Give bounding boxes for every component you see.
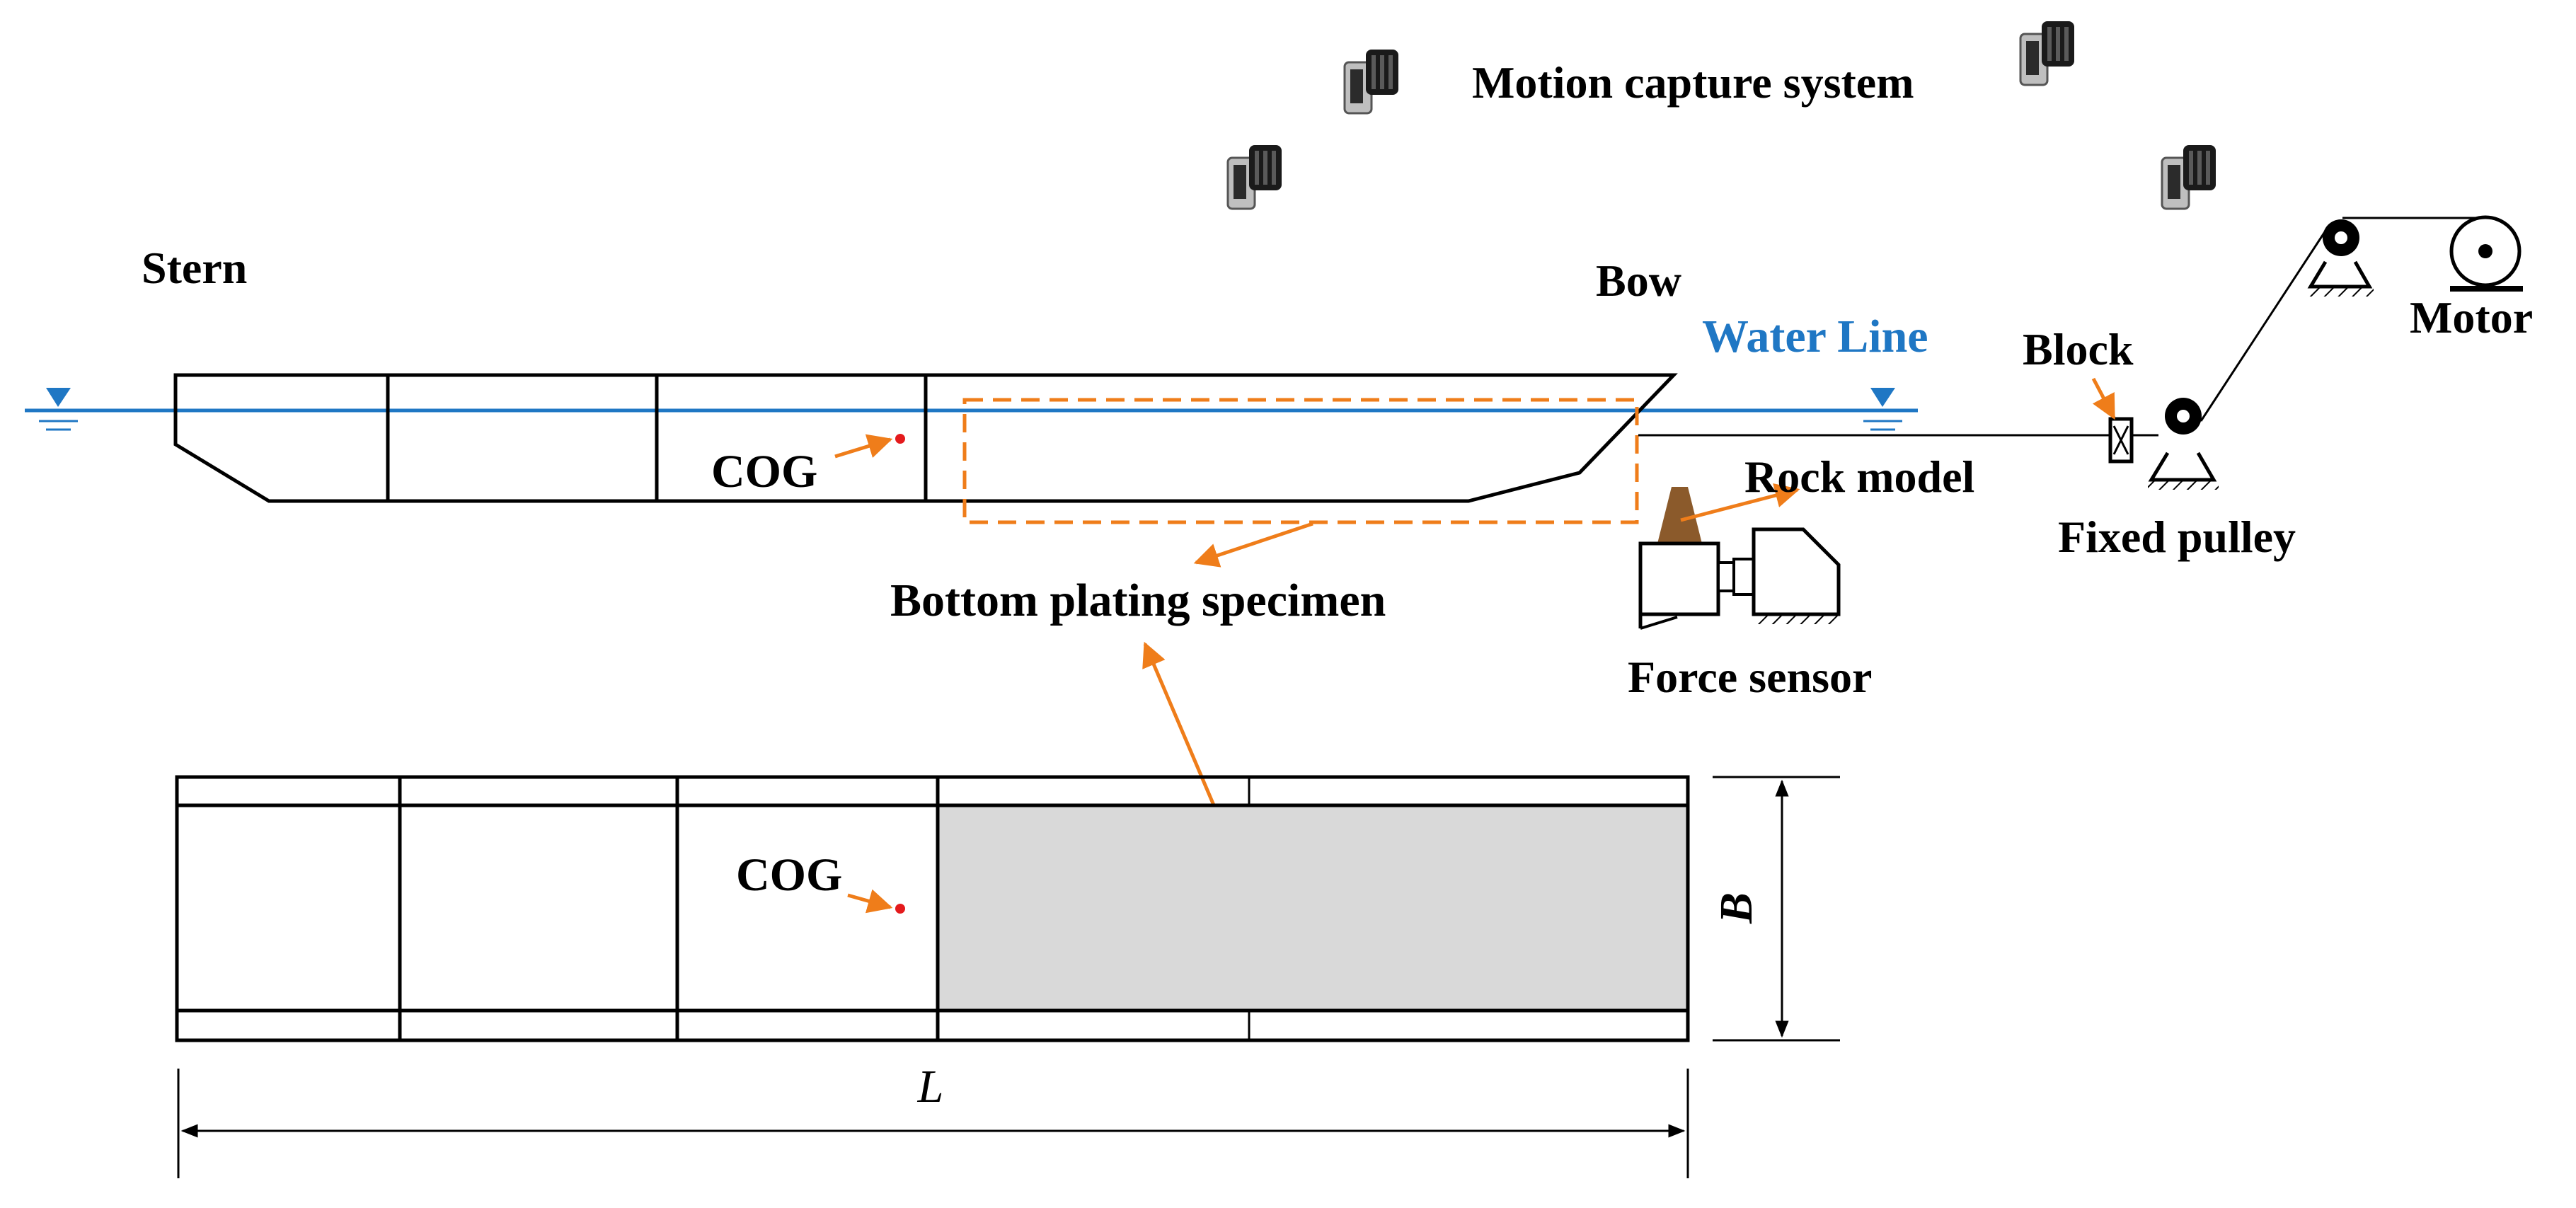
cog-plan-arrow xyxy=(847,889,893,914)
dimension-b xyxy=(1713,776,1840,1042)
hull-plan-view xyxy=(175,775,1690,1042)
water-line-label: Water Line xyxy=(1702,311,1928,362)
force-sensor-icon xyxy=(1638,527,1841,630)
motion-capture-label: Motion capture system xyxy=(1472,57,1914,108)
cog-side-point xyxy=(895,434,905,444)
cog-plan-point xyxy=(895,904,905,914)
cog-plan-label: COG xyxy=(736,849,842,901)
water-level-triangle-icon xyxy=(1863,388,1902,431)
hull-side-view xyxy=(173,373,1678,503)
rope-up xyxy=(2200,226,2330,422)
rock-model-label: Rock model xyxy=(1744,451,1974,502)
stern-label: Stern xyxy=(142,243,247,293)
motion-capture-camera-icon xyxy=(1343,48,1400,115)
rock-arrow xyxy=(1680,483,1800,522)
cog-side-arrow xyxy=(834,434,893,459)
block-icon xyxy=(2108,417,2134,464)
cog-side-label: COG xyxy=(711,446,817,497)
fixed-pulley-label: Fixed pulley xyxy=(2058,512,2296,562)
block-label: Block xyxy=(2023,324,2134,374)
dimension-l xyxy=(177,1069,1689,1178)
dimension-b-label: B xyxy=(1710,892,1762,924)
specimen-outline xyxy=(962,398,1639,524)
dimension-l-label: L xyxy=(917,1061,944,1112)
force-sensor-label: Force sensor xyxy=(1628,652,1872,702)
water-level-triangle-icon xyxy=(39,388,78,431)
rock-cone-icon xyxy=(1657,487,1702,543)
motion-capture-camera-icon xyxy=(1226,144,1283,210)
specimen-area xyxy=(938,805,1688,1011)
pulley-icon xyxy=(2307,219,2374,297)
motion-capture-camera-icon xyxy=(2019,20,2076,86)
pulley-icon xyxy=(2148,398,2219,490)
bottom-plating-label: Bottom plating specimen xyxy=(890,575,1386,626)
motion-capture-camera-icon xyxy=(2161,144,2217,210)
bow-label: Bow xyxy=(1596,255,1681,306)
motor-icon xyxy=(2449,215,2523,292)
motor-label: Motor xyxy=(2410,292,2533,343)
block-arrow xyxy=(2091,377,2116,420)
specimen-arrow-side xyxy=(1193,522,1313,568)
